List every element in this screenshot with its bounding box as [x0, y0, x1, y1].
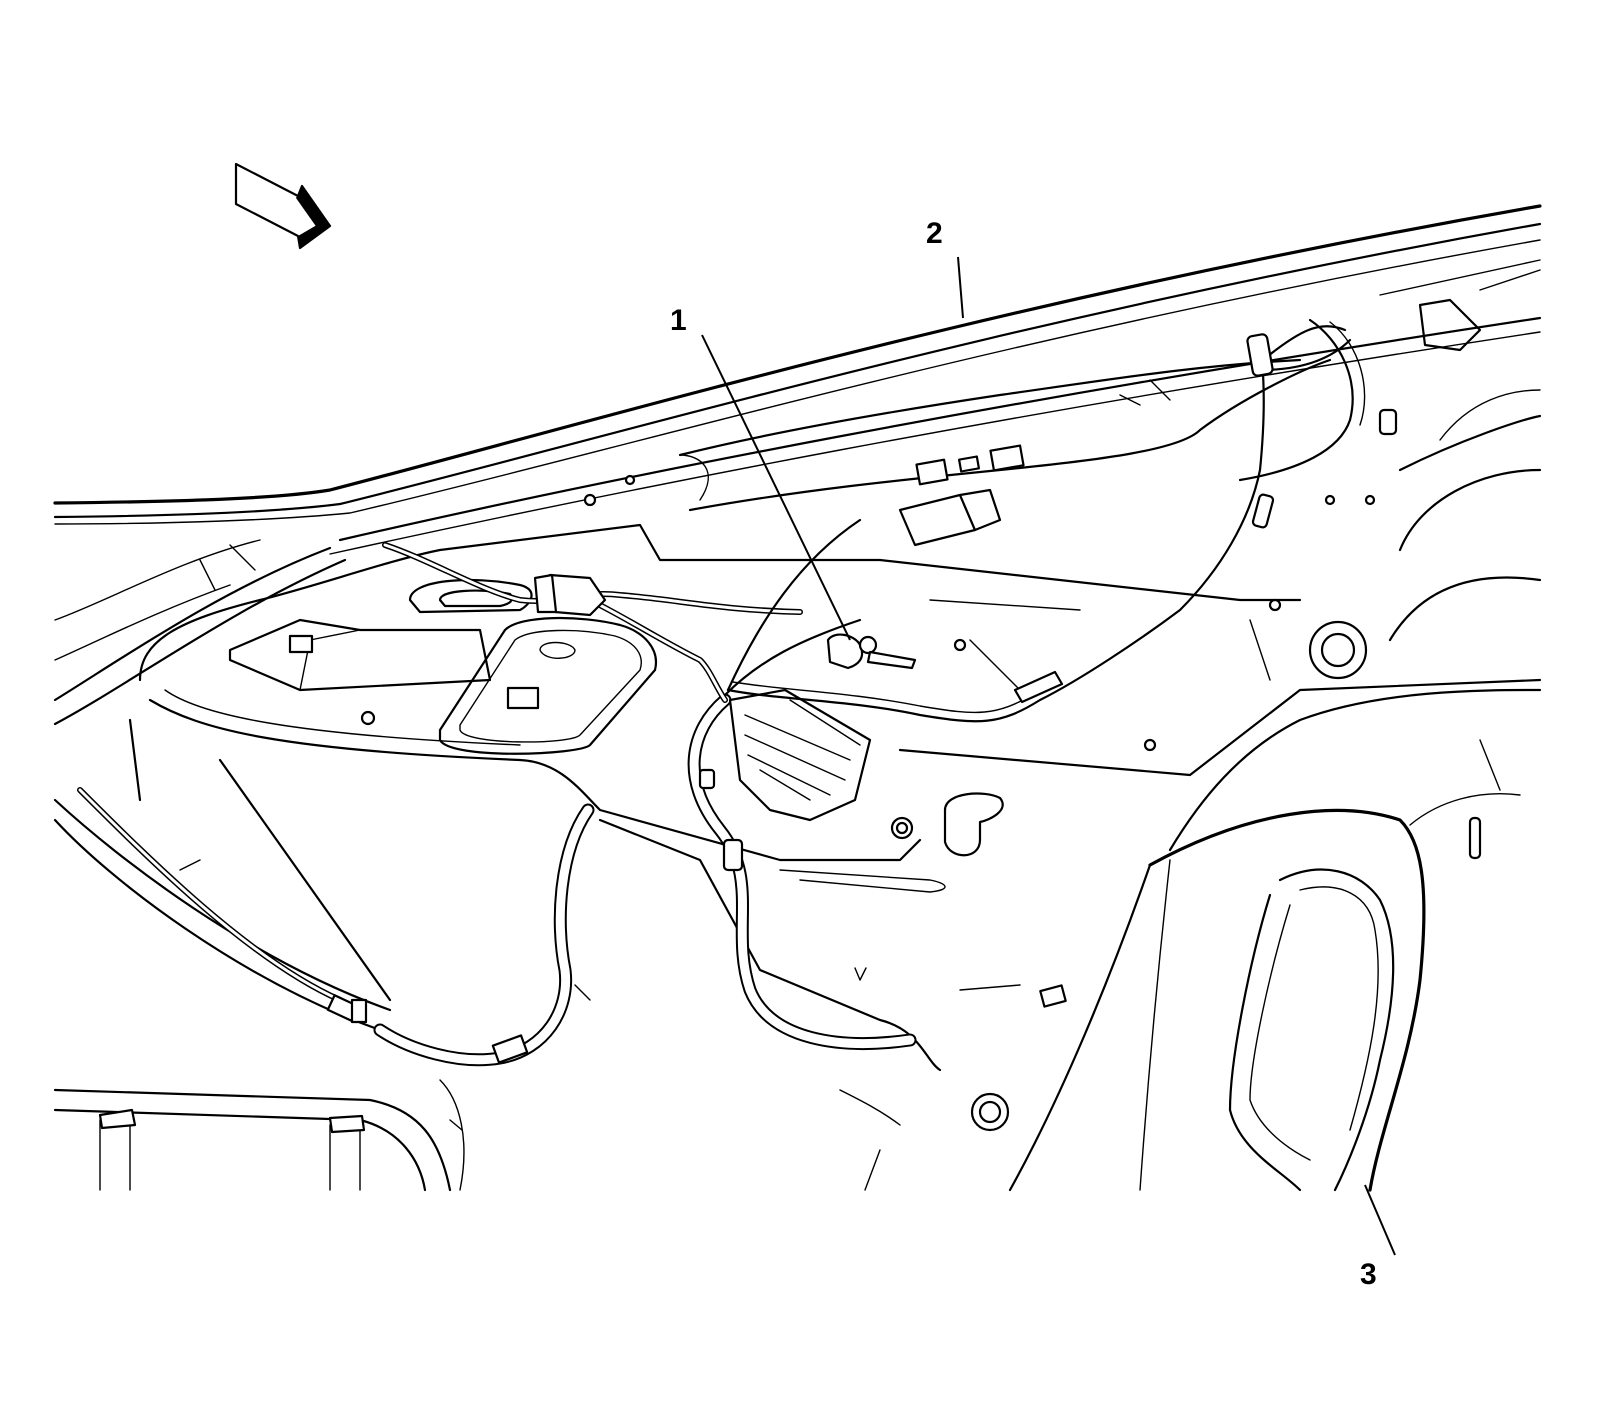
sensor-wire — [382, 325, 1352, 723]
upper-right-panel — [678, 259, 1542, 512]
floor-pan-left — [138, 474, 1302, 862]
callout-1-label: 1 — [670, 304, 687, 337]
lower-left-trim — [53, 718, 591, 1192]
rear-wheelhouse-trim — [1008, 389, 1542, 1192]
main-wiring-harness — [77, 693, 917, 1067]
module-connector — [728, 688, 872, 822]
callout-leaders — [701, 256, 1396, 1256]
windshield-cowl-panel — [53, 204, 1542, 726]
callout-3-label: 3 — [1360, 1258, 1377, 1291]
callout-2-label: 2 — [926, 217, 943, 250]
direction-arrow-icon — [234, 162, 332, 250]
